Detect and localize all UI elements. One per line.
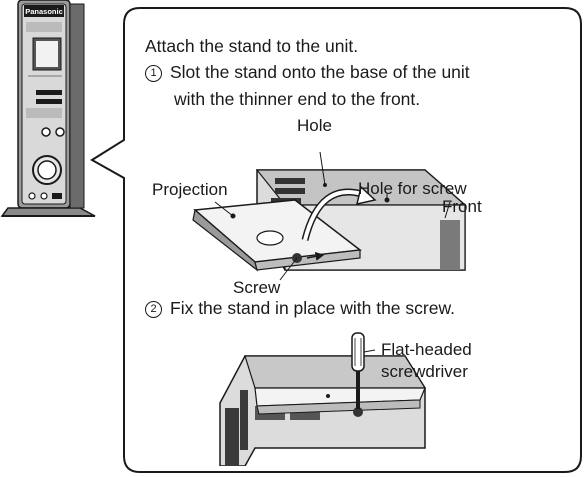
step-1-line-2: with the thinner end to the front.	[174, 89, 421, 109]
label-projection: Projection	[152, 180, 228, 199]
label-screwdriver-line-1: Flat-headed	[381, 340, 472, 359]
step-1-text: Slot the stand onto the base of the unit	[170, 62, 470, 82]
speaker-unit-illustration: Panasonic	[0, 0, 96, 217]
figure-fix-screw	[219, 332, 427, 466]
step-2-line: 2 Fix the stand in place with the screw.	[145, 297, 455, 319]
label-screwdriver-line-2: screwdriver	[381, 362, 468, 381]
step-1-number: 1	[145, 65, 162, 82]
step-2-text: Fix the stand in place with the screw.	[170, 298, 455, 318]
instructions-heading: Attach the stand to the unit.	[145, 36, 359, 56]
label-screw: Screw	[233, 278, 281, 297]
label-hole-for-screw: Hole for screw	[358, 179, 467, 198]
label-hole: Hole	[297, 116, 332, 135]
label-front: Front	[442, 197, 482, 216]
figure-slot-stand	[192, 151, 467, 281]
step-1-line-1: 1 Slot the stand onto the base of the uni…	[145, 61, 470, 83]
brand-logo: Panasonic	[25, 7, 63, 16]
step-2-number: 2	[145, 301, 162, 318]
